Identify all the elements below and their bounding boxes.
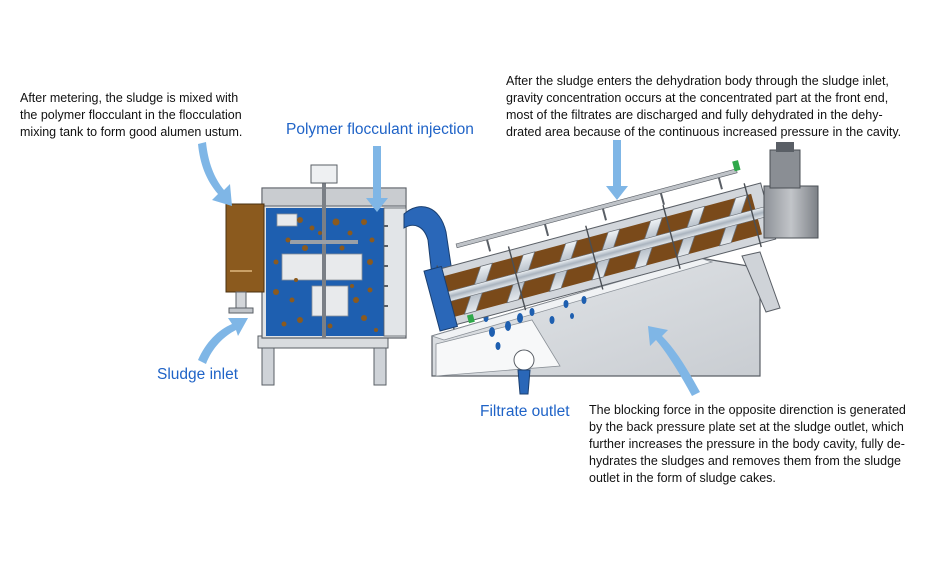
- dehydration-note-line: After the sludge enters the dehydration …: [506, 74, 889, 88]
- dehydration-note-line: most of the filtrates are discharged and…: [506, 108, 883, 122]
- filtrate-outlet-label: Filtrate outlet: [480, 403, 570, 420]
- arrow-dehydration: [606, 140, 628, 200]
- arrow-mixing: [198, 142, 232, 206]
- dehydration-note-line: drated area because of the continuous in…: [506, 125, 902, 139]
- blocking-note-line: hydrates the sludges and removes them fr…: [589, 454, 901, 468]
- blocking-force-note: The blocking force in the opposite diren…: [589, 402, 906, 487]
- arrow-blocking: [648, 326, 700, 396]
- mixing-note-line: the polymer flocculant in the flocculati…: [20, 108, 242, 122]
- dewatering-unit: [423, 142, 819, 395]
- sludge-inlet-label: Sludge inlet: [157, 366, 239, 383]
- transfer-pipe: [403, 206, 453, 277]
- arrow-polymer: [366, 146, 388, 212]
- dehydration-note-line: gravity concentration occurs at the conc…: [506, 91, 889, 105]
- blocking-note-line: by the back pressure plate set at the sl…: [589, 420, 904, 434]
- mixing-note-line: mixing tank to form good alumen ustum.: [20, 125, 243, 139]
- flocculation-tank: [225, 164, 407, 386]
- blocking-note-line: outlet in the form of sludge cakes.: [589, 471, 776, 485]
- pointer-arrows: [198, 140, 700, 396]
- dehydration-note: After the sludge enters the dehydration …: [506, 73, 901, 141]
- arrow-sludge-inlet: [198, 318, 248, 364]
- blocking-note-line: further increases the pressure in the bo…: [589, 437, 905, 451]
- blocking-note-line: The blocking force in the opposite diren…: [589, 403, 906, 417]
- polymer-injection-label: Polymer flocculant injection: [286, 121, 474, 138]
- mixing-note-line: After metering, the sludge is mixed with: [20, 91, 239, 105]
- mixing-note: After metering, the sludge is mixed with…: [20, 90, 242, 141]
